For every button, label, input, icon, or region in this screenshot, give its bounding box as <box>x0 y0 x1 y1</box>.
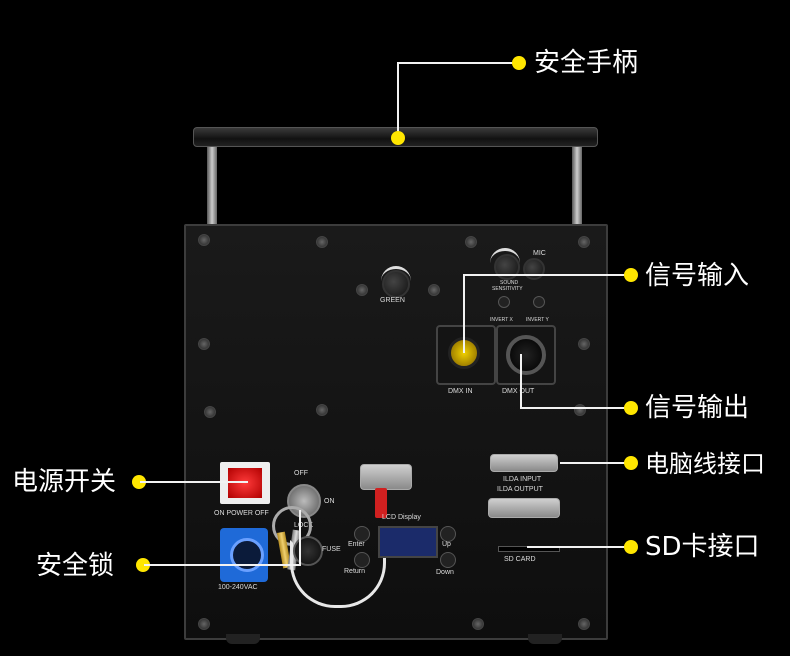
sensitivity-label: SENSITIVITY <box>492 286 523 292</box>
ilda-output-port <box>488 498 560 518</box>
sensitivity-knob <box>494 254 520 280</box>
callout-label-power: 电源开关 <box>12 467 117 497</box>
callout-dot-sd <box>624 540 638 554</box>
callout-line-signal-in-v <box>463 275 465 353</box>
screw <box>198 618 210 630</box>
enter-label: Enter <box>348 541 365 548</box>
down-button <box>440 552 456 568</box>
invert-x-label: INVERT X <box>490 317 513 323</box>
callout-line-signal-out-v <box>520 354 522 408</box>
ilda-output-label: ILDA OUTPUT <box>497 486 543 493</box>
callout-line-signal-in-h <box>463 274 631 276</box>
callout-dot-pc <box>624 456 638 470</box>
callout-line-lock-h <box>144 564 300 566</box>
callout-line-handle-v <box>397 63 399 137</box>
dmx-out-core <box>506 335 546 375</box>
ilda-input-label: ILDA INPUT <box>503 476 542 483</box>
invert-y-switch <box>533 296 545 308</box>
power-inlet-core <box>230 538 264 572</box>
sound-label: SOUND <box>500 280 519 286</box>
mic-label: MIC <box>533 250 546 257</box>
callout-dot-lock <box>136 558 150 572</box>
lcd-display-label: LCD Display <box>382 514 421 521</box>
up-label: Up <box>442 541 451 548</box>
mic-icon <box>523 258 545 280</box>
screw <box>198 234 210 246</box>
invert-y-label: INVERT Y <box>526 317 549 323</box>
callout-dot-handle <box>512 56 526 70</box>
callout-dot-handle-anchor <box>391 131 405 145</box>
screw <box>578 236 590 248</box>
screw <box>465 236 477 248</box>
callout-line-handle-h <box>397 62 519 64</box>
screw <box>574 404 586 416</box>
callout-dot-signal-in <box>624 268 638 282</box>
enter-button <box>354 526 370 542</box>
down-label: Down <box>436 569 454 576</box>
db9-connector <box>360 464 412 490</box>
callout-label-signal-in: 信号输入 <box>645 261 750 291</box>
callout-line-lock-v <box>299 510 301 566</box>
callout-line-pc <box>560 462 630 464</box>
callout-label-handle: 安全手柄 <box>534 48 639 78</box>
voltage-label: 100-240VAC <box>218 584 258 591</box>
callout-line-power <box>140 481 248 483</box>
callout-label-pc: 电脑线接口 <box>645 450 765 478</box>
sensitivity-knob-arc <box>490 248 520 266</box>
callout-label-lock: 安全锁 <box>36 551 115 581</box>
handle-post-left <box>207 140 217 230</box>
callout-label-signal-out: 信号输出 <box>645 393 750 423</box>
on-label: ON <box>324 498 335 505</box>
return-button <box>354 552 370 568</box>
green-knob <box>382 270 410 298</box>
green-knob-arc <box>381 266 411 284</box>
foot-right <box>528 634 562 644</box>
handle-post-right <box>572 140 582 230</box>
screw <box>472 618 484 630</box>
foot-left <box>226 634 260 644</box>
green-label: GREEN <box>380 297 405 304</box>
screw <box>428 284 440 296</box>
callout-label-sd: SD卡接口 <box>645 532 760 562</box>
callout-dot-signal-out <box>624 401 638 415</box>
callout-line-signal-out-h <box>520 407 630 409</box>
ilda-input-port <box>490 454 558 472</box>
lcd-display <box>378 526 438 558</box>
screw <box>316 404 328 416</box>
screw <box>578 338 590 350</box>
callout-dot-power <box>132 475 146 489</box>
red-wire <box>375 488 387 518</box>
return-label: Return <box>344 568 366 575</box>
up-button <box>440 526 456 542</box>
callout-line-sd <box>527 546 631 548</box>
dmx-in-label: DMX IN <box>448 388 473 395</box>
screw <box>198 338 210 350</box>
screw <box>316 236 328 248</box>
screw <box>356 284 368 296</box>
off-label: OFF <box>294 470 308 477</box>
sd-card-label: SD CARD <box>504 556 536 563</box>
invert-x-switch <box>498 296 510 308</box>
dmx-out-label: DMX OUT <box>502 388 535 395</box>
wire-loop <box>290 540 386 608</box>
screw <box>578 618 590 630</box>
on-power-off-label: ON POWER OFF <box>214 510 269 517</box>
power-switch-red <box>228 468 262 498</box>
screw <box>204 406 216 418</box>
